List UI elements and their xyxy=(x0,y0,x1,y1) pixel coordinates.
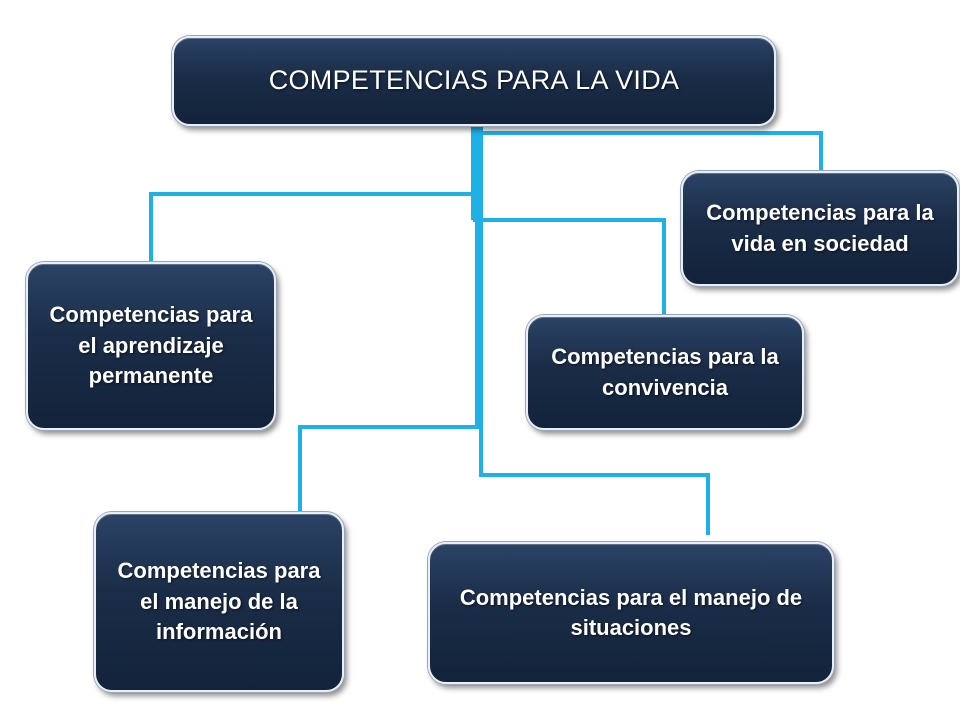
node-aprendizaje: Competencias para el aprendizaje permane… xyxy=(26,262,276,430)
connector-to-situaciones xyxy=(479,126,710,535)
connector-to-informacion xyxy=(298,126,479,512)
node-informacion-label: Competencias para el manejo de la inform… xyxy=(117,558,321,645)
node-convivencia-label: Competencias para la convivencia xyxy=(551,344,779,400)
node-sociedad: Competencias para la vida en sociedad xyxy=(681,171,959,286)
node-situaciones-label: Competencias para el manejo de situacion… xyxy=(459,584,803,640)
node-aprendizaje-label: Competencias para el aprendizaje permane… xyxy=(49,302,253,389)
connector-to-sociedad xyxy=(478,126,823,171)
connector-to-aprendizaje xyxy=(149,126,475,262)
node-informacion: Competencias para el manejo de la inform… xyxy=(94,512,344,692)
title-text: COMPETENCIAS PARA LA VIDA xyxy=(268,65,680,96)
node-convivencia: Competencias para la convivencia xyxy=(526,315,804,430)
node-situaciones: Competencias para el manejo de situacion… xyxy=(428,542,834,684)
title-box: COMPETENCIAS PARA LA VIDA xyxy=(172,36,776,126)
node-sociedad-label: Competencias para la vida en sociedad xyxy=(706,200,934,256)
connector-to-convivencia xyxy=(473,126,666,315)
